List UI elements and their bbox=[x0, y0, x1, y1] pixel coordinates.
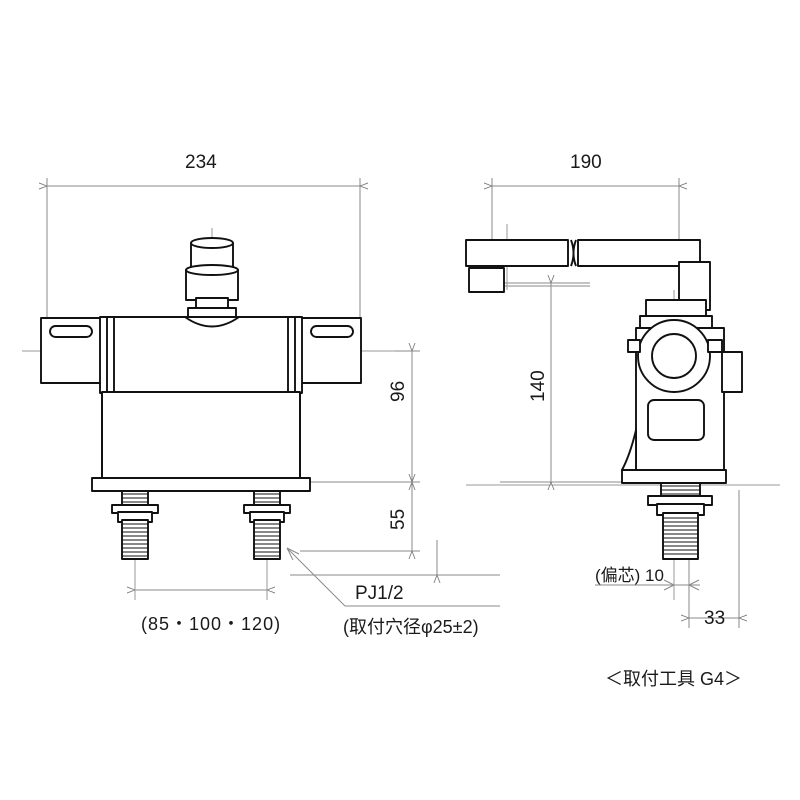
left-stud-thread bbox=[121, 519, 149, 560]
knob-cap-top bbox=[190, 237, 234, 249]
side-deck-flange bbox=[621, 469, 727, 484]
annotation-thread-spec: PJ1/2 bbox=[355, 583, 404, 604]
annotation-tool-note: ＜取付工具 G4＞ bbox=[605, 669, 743, 689]
body-recess bbox=[647, 399, 705, 441]
front-thread-hatching bbox=[122, 493, 280, 557]
side-stud-washer bbox=[647, 495, 713, 506]
annotation-hole-diameter: (取付穴径φ25±2) bbox=[343, 617, 479, 637]
break-symbol-b bbox=[572, 239, 577, 267]
leader-arrow-pj bbox=[286, 547, 300, 561]
right-slot bbox=[310, 325, 354, 338]
front-view-geometry bbox=[40, 237, 362, 560]
side-view-geometry bbox=[465, 239, 743, 560]
dim-label-190: 190 bbox=[570, 152, 602, 173]
right-stud-thread bbox=[253, 519, 281, 560]
dim-label-offset: (偏芯) 10 bbox=[595, 566, 664, 585]
body-upper-band bbox=[99, 316, 303, 394]
side-thread-hatching bbox=[661, 485, 700, 555]
dim-label-140: 140 bbox=[528, 370, 549, 402]
spout-arm-outer bbox=[465, 239, 569, 267]
knob-base-dome bbox=[184, 316, 240, 328]
aerator bbox=[468, 267, 505, 293]
knob-collar bbox=[187, 307, 237, 318]
dim-label-55: 55 bbox=[388, 508, 409, 530]
side-body-taper bbox=[621, 429, 637, 471]
handle-lug-right bbox=[707, 339, 723, 353]
handle-lug-left bbox=[627, 339, 641, 353]
dim-label-hole-spacing: (85・100・120) bbox=[141, 614, 282, 634]
right-thread-lines bbox=[254, 493, 280, 557]
dim-label-96: 96 bbox=[388, 380, 409, 402]
side-port-boss bbox=[721, 351, 743, 393]
arrow-offset-left bbox=[663, 579, 675, 591]
leader-line-pj bbox=[286, 547, 346, 607]
body-lower-block bbox=[101, 391, 301, 479]
left-slot bbox=[49, 325, 93, 338]
right-stud-washer bbox=[243, 504, 291, 514]
arrow-offset-right bbox=[688, 579, 700, 591]
handle-inner-circle bbox=[651, 333, 697, 379]
deck-flange bbox=[91, 477, 311, 492]
side-stud-thread bbox=[662, 512, 699, 560]
knob-grip-top bbox=[185, 264, 239, 276]
left-stud-washer bbox=[111, 504, 159, 514]
dim-label-33: 33 bbox=[704, 608, 726, 629]
dim-label-234: 234 bbox=[185, 152, 217, 173]
left-thread-lines bbox=[122, 493, 148, 557]
spout-elbow bbox=[678, 261, 711, 311]
